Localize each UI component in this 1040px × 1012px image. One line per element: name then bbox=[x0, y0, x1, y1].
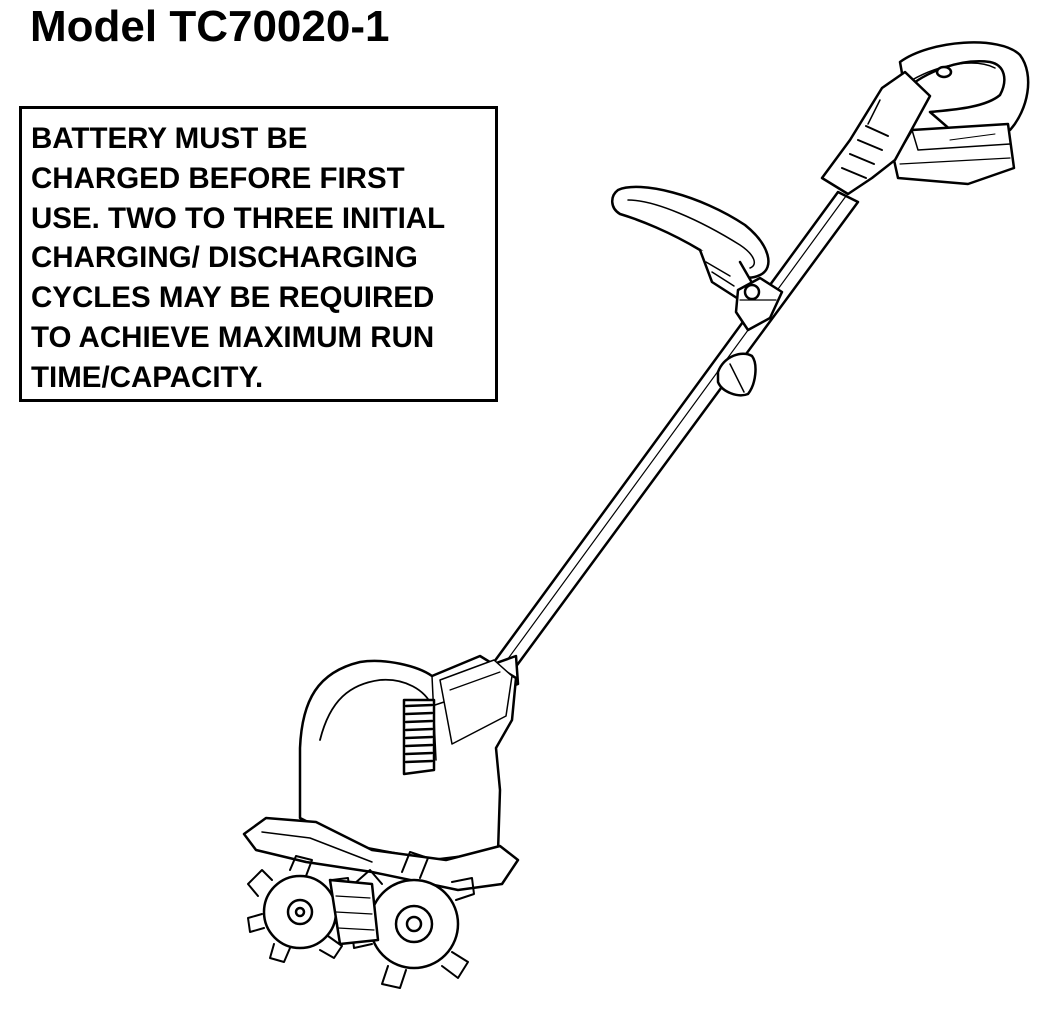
model-title: Model TC70020-1 bbox=[30, 2, 390, 51]
handle-clamp bbox=[736, 278, 782, 330]
right-tines bbox=[352, 852, 474, 988]
notice-line: CHARGING/ DISCHARGING bbox=[31, 241, 418, 275]
notice-line: TO ACHIEVE MAXIMUM RUN bbox=[31, 320, 435, 354]
adjustment-knob bbox=[718, 354, 755, 396]
notice-line: CYCLES MAY BE REQUIRED bbox=[31, 281, 435, 315]
battery-pack bbox=[894, 124, 1014, 184]
notice-line: CHARGED BEFORE FIRST bbox=[31, 161, 405, 195]
battery-notice-box: BATTERY MUST BE CHARGED BEFORE FIRST USE… bbox=[19, 106, 498, 402]
upper-grip bbox=[822, 72, 930, 194]
notice-line: USE. TWO TO THREE INITIAL bbox=[31, 201, 446, 235]
front-loop-handle bbox=[612, 187, 768, 300]
center-hub bbox=[330, 880, 378, 944]
shaft bbox=[494, 192, 858, 672]
tine-guard bbox=[244, 818, 518, 890]
motor-housing bbox=[300, 656, 516, 860]
left-tines bbox=[248, 856, 350, 962]
rear-handle bbox=[900, 42, 1028, 138]
notice-line: BATTERY MUST BE bbox=[31, 122, 308, 155]
notice-line: TIME/CAPACITY. bbox=[31, 360, 264, 394]
